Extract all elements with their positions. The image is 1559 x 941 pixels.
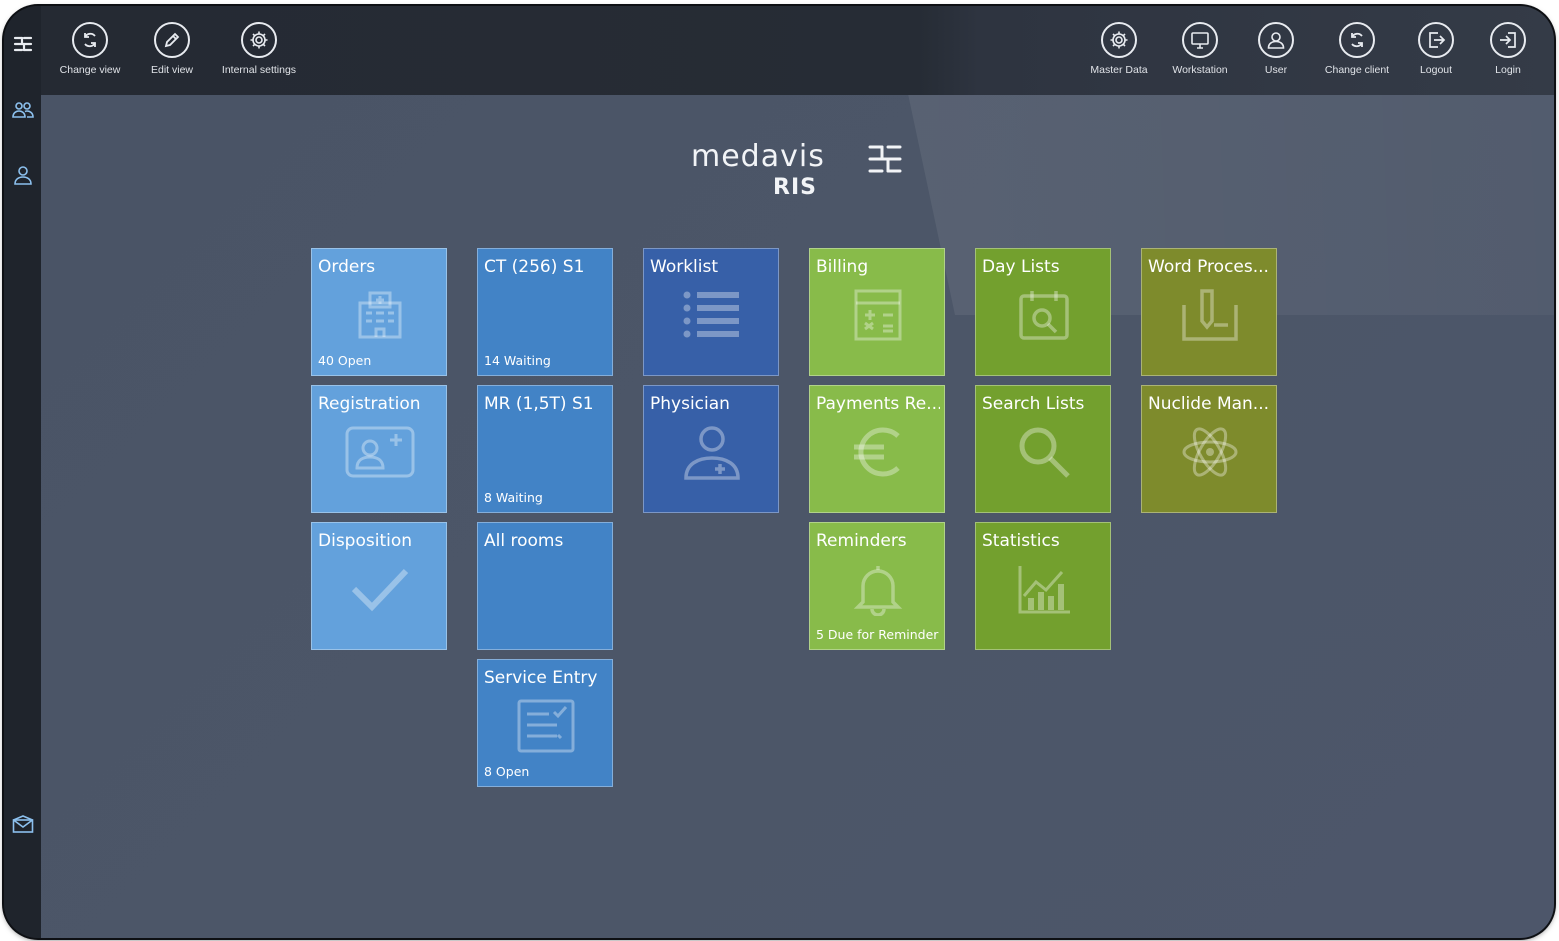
top-toolbar: Change view Edit view Internal settings …: [41, 6, 1554, 95]
tile-title: All rooms: [484, 531, 564, 551]
change-client-label: Change client: [1324, 64, 1390, 76]
logout-icon: [1418, 22, 1454, 58]
tile-title: MR (1,5T) S1: [484, 394, 594, 414]
checklist-icon: [516, 698, 576, 754]
login-icon: [1490, 22, 1526, 58]
hospital-icon: [350, 287, 410, 343]
refresh-icon: [72, 22, 108, 58]
tile-worklist[interactable]: Worklist: [643, 248, 779, 376]
tile-payments[interactable]: Payments Re...: [809, 385, 945, 513]
dashboard: medavis RIS Orders 40 Open Registration: [41, 95, 1554, 938]
bar-chart-icon: [1014, 561, 1074, 617]
tile-all-rooms[interactable]: All rooms: [477, 522, 613, 650]
tile-title: Nuclide Man...: [1148, 394, 1270, 414]
tile-title: Orders: [318, 257, 376, 277]
tile-title: Disposition: [318, 531, 413, 551]
logout-label: Logout: [1419, 64, 1453, 76]
tile-title: Registration: [318, 394, 421, 414]
bell-icon: [848, 561, 908, 617]
pencil-icon: [154, 22, 190, 58]
login-button[interactable]: Login: [1463, 22, 1553, 76]
gear-icon: [1101, 22, 1137, 58]
user-icon: [1258, 22, 1294, 58]
document-edit-icon: [1180, 287, 1240, 343]
tile-title: Billing: [816, 257, 869, 277]
medavis-logo-icon: [868, 145, 902, 173]
user-label: User: [1264, 64, 1288, 76]
workstation-label: Workstation: [1172, 64, 1228, 76]
tile-subtitle: 8 Waiting: [484, 490, 543, 505]
medavis-ris-logo: medavis RIS: [691, 135, 951, 215]
logo-wordmark: medavis: [691, 139, 825, 174]
refresh-icon: [1339, 22, 1375, 58]
gear-icon: [241, 22, 277, 58]
id-card-icon: [344, 424, 416, 480]
monitor-icon: [1182, 22, 1218, 58]
change-view-button[interactable]: Change view: [45, 22, 135, 76]
tile-subtitle: 40 Open: [318, 353, 372, 368]
tile-registration[interactable]: Registration: [311, 385, 447, 513]
tile-title: Payments Re...: [816, 394, 940, 414]
tile-title: Word Proces...: [1148, 257, 1269, 277]
tile-orders[interactable]: Orders 40 Open: [311, 248, 447, 376]
person-icon[interactable]: [11, 163, 35, 187]
tile-title: Search Lists: [982, 394, 1085, 414]
tile-reminders[interactable]: Reminders 5 Due for Reminder: [809, 522, 945, 650]
master-data-button[interactable]: Master Data: [1074, 22, 1164, 76]
tile-title: Day Lists: [982, 257, 1060, 277]
physician-icon: [682, 424, 742, 480]
tile-subtitle: 14 Waiting: [484, 353, 551, 368]
tile-search-lists[interactable]: Search Lists: [975, 385, 1111, 513]
tile-billing[interactable]: Billing: [809, 248, 945, 376]
tile-ct-room[interactable]: CT (256) S1 14 Waiting: [477, 248, 613, 376]
change-view-label: Change view: [59, 64, 121, 76]
internal-settings-label: Internal settings: [221, 64, 297, 76]
calculator-icon: [848, 287, 908, 343]
logout-button[interactable]: Logout: [1391, 22, 1481, 76]
euro-icon: [848, 424, 908, 480]
tile-title: Worklist: [650, 257, 719, 277]
edit-view-label: Edit view: [150, 64, 193, 76]
medavis-logo-icon[interactable]: [11, 32, 35, 56]
edit-view-button[interactable]: Edit view: [127, 22, 217, 76]
logo-product: RIS: [773, 175, 817, 200]
patients-icon[interactable]: [11, 98, 35, 122]
tile-title: Statistics: [982, 531, 1060, 551]
search-icon: [1014, 424, 1074, 480]
left-sidebar: [4, 6, 41, 938]
tile-statistics[interactable]: Statistics: [975, 522, 1111, 650]
checkmark-icon: [350, 561, 410, 617]
tile-title: CT (256) S1: [484, 257, 585, 277]
tile-title: Physician: [650, 394, 730, 414]
login-label: Login: [1495, 64, 1521, 76]
user-button[interactable]: User: [1231, 22, 1321, 76]
tile-service-entry[interactable]: Service Entry 8 Open: [477, 659, 613, 787]
tile-nuclide-management[interactable]: Nuclide Man...: [1141, 385, 1277, 513]
list-icon: [682, 287, 742, 343]
change-client-button[interactable]: Change client: [1312, 22, 1402, 76]
mail-icon[interactable]: [11, 812, 35, 836]
app-window: Change view Edit view Internal settings …: [4, 6, 1554, 938]
internal-settings-button[interactable]: Internal settings: [214, 22, 304, 76]
tile-word-processing[interactable]: Word Proces...: [1141, 248, 1277, 376]
tile-physician[interactable]: Physician: [643, 385, 779, 513]
atom-icon: [1180, 424, 1240, 480]
tile-disposition[interactable]: Disposition: [311, 522, 447, 650]
tile-mr-room[interactable]: MR (1,5T) S1 8 Waiting: [477, 385, 613, 513]
master-data-label: Master Data: [1090, 64, 1148, 76]
tile-subtitle: 5 Due for Reminder: [816, 627, 939, 642]
tile-title: Service Entry: [484, 668, 598, 688]
tile-day-lists[interactable]: Day Lists: [975, 248, 1111, 376]
tile-subtitle: 8 Open: [484, 764, 530, 779]
workstation-button[interactable]: Workstation: [1155, 22, 1245, 76]
tile-title: Reminders: [816, 531, 907, 551]
calendar-search-icon: [1014, 287, 1074, 343]
